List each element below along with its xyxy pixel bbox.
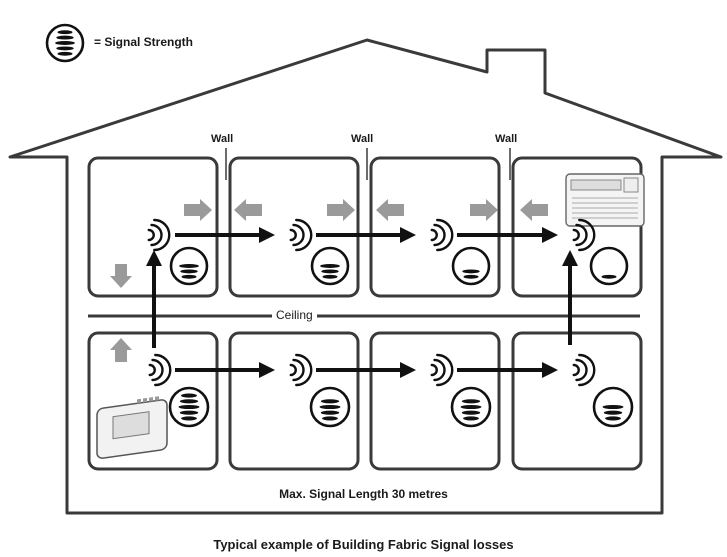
signal-wave-icon (289, 353, 313, 387)
signal-strength-icon (169, 246, 209, 286)
signal-arrow (457, 362, 558, 378)
max-signal-length-label: Max. Signal Length 30 metres (279, 487, 448, 501)
signal-strength-icon (168, 386, 210, 428)
signal-strength-icon (451, 246, 491, 286)
legend-label: = Signal Strength (94, 35, 194, 49)
signal-wave-icon (572, 353, 596, 387)
signal-strength-icon (450, 386, 492, 428)
signal-loss-arrow (184, 199, 212, 221)
signal-arrow (316, 227, 416, 243)
signal-loss-arrow (234, 199, 262, 221)
signal-wave-icon (148, 353, 172, 387)
signal-loss-arrow (520, 199, 548, 221)
receiver-box-icon (565, 173, 645, 227)
thermostat-device-icon (96, 396, 168, 459)
signal-loss-arrow (376, 199, 404, 221)
wall-label-1: Wall (211, 133, 234, 145)
signal-arrow (457, 227, 558, 243)
legend-signal-icon (45, 23, 85, 63)
signal-wave-icon (430, 218, 454, 252)
signal-arrow (146, 250, 162, 348)
signal-loss-arrow (110, 264, 132, 288)
wall-label-3: Wall (495, 133, 518, 145)
signal-arrow (562, 250, 578, 345)
signal-strength-icon (589, 246, 629, 286)
signal-arrow (175, 362, 275, 378)
signal-loss-arrow (470, 199, 498, 221)
signal-strength-icon (45, 23, 85, 63)
signal-arrow (316, 362, 416, 378)
signal-wave-icon (289, 218, 313, 252)
signal-loss-arrow (110, 338, 132, 362)
signal-strength-icon (310, 246, 350, 286)
signal-wave-icon (430, 353, 454, 387)
ceiling-label: Ceiling (272, 308, 317, 322)
figure-caption: Typical example of Building Fabric Signa… (213, 537, 514, 552)
signal-strength-icon (309, 386, 351, 428)
wall-label-2: Wall (351, 133, 374, 145)
signal-strength-icon (592, 386, 634, 428)
signal-arrow (175, 227, 275, 243)
signal-wave-icon (572, 218, 596, 252)
signal-loss-arrow (327, 199, 355, 221)
signal-wave-icon (147, 218, 171, 252)
